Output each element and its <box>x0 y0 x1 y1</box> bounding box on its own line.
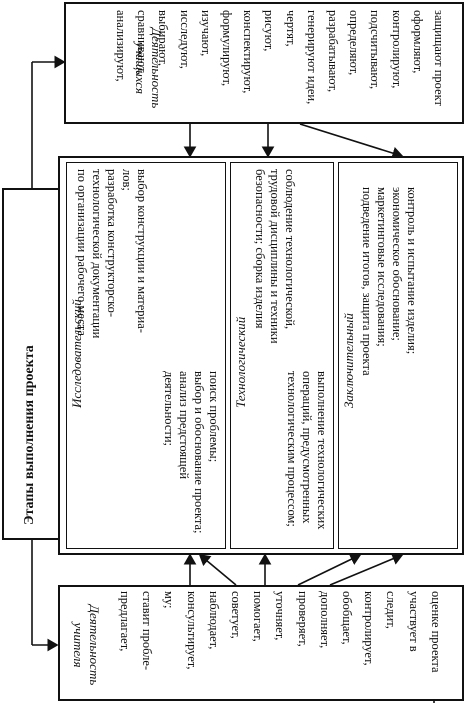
text-line: разработка конструкторско- <box>105 169 119 317</box>
list-item: дополняет, <box>317 591 332 649</box>
arrow-teacher-final <box>297 553 362 586</box>
text-line: соблюдение технологической, <box>283 169 297 330</box>
list-item: контролируют, <box>389 10 404 89</box>
diagram-title: Этапы выполнения проекта <box>22 345 37 525</box>
students-items: анализируют, сравнивают, выбирают, исследую… <box>66 4 466 126</box>
arrow-teacher-research-2 <box>198 553 237 586</box>
text-line: по организации рабочего места <box>75 169 89 336</box>
list-item: выбирают, <box>156 10 171 66</box>
list-item: наблюдает, <box>206 591 221 650</box>
list-item: определяют, <box>347 10 362 76</box>
list-item: формулируют, <box>220 10 234 87</box>
list-item: оценке проекта <box>428 591 443 673</box>
list-item: предлагает, <box>118 591 132 652</box>
stage-technological: Технологический выполнение технологическ… <box>230 162 334 549</box>
list-item: генерируют идеи, <box>304 10 319 105</box>
technological-header: Технологический <box>233 316 248 408</box>
teacher-box: Деятельность учителя предлагает,ставит п… <box>58 585 464 701</box>
list-item: советует, <box>229 591 243 639</box>
list-item: защищают проект <box>432 10 446 106</box>
list-item: помогает, <box>251 591 266 642</box>
text-line: лов; <box>120 169 134 191</box>
text-line: технологическим процессом; <box>285 371 299 527</box>
list-item: конспектируют, <box>241 10 256 94</box>
research-col2: выбор конструкции и материа-лов;разработ… <box>74 169 149 338</box>
text-line: операций, предусмотренных <box>300 371 314 524</box>
text-line: поиск проблемы; <box>207 371 221 463</box>
list-item: ставит пробле- <box>140 591 155 671</box>
text-line: подведение итогов, защита проекта <box>360 187 374 376</box>
list-item: му; <box>162 591 177 609</box>
list-item: консультирует, <box>184 591 199 670</box>
list-item: проверяет, <box>295 591 310 647</box>
text-line: выбор и обоснование проекта; <box>192 371 206 534</box>
list-item: участвует в <box>406 591 421 652</box>
list-item: анализируют, <box>114 10 128 82</box>
stages-box: Исследовательский поиск проблемы;выбор и… <box>58 156 464 555</box>
stage-research: Исследовательский поиск проблемы;выбор и… <box>66 162 226 549</box>
final-col1: контроль и испытание изделия;экономическ… <box>359 187 419 376</box>
list-item: изучают, <box>198 10 213 57</box>
list-item: разрабатывают, <box>326 10 340 93</box>
text-line: технологической документации <box>90 169 104 339</box>
list-item: подсчитывают, <box>368 10 383 90</box>
list-item: уточняет, <box>273 591 288 641</box>
list-item: контролирует, <box>362 591 377 666</box>
text-line: деятельности; <box>162 371 176 447</box>
final-header: Заключительный <box>341 313 356 408</box>
text-line: экономическое обоснование; <box>390 187 404 341</box>
research-col1: поиск проблемы;выбор и обоснование проек… <box>161 371 221 534</box>
students-box: Деятельность учащихся анализируют,сравни… <box>64 2 464 124</box>
text-line: выбор конструкции и материа- <box>135 169 149 333</box>
list-item: обобщает, <box>340 591 354 645</box>
list-item: рисуют, <box>262 10 277 52</box>
text-line: маркетинговые исследования; <box>375 187 389 347</box>
teacher-items: предлагает, ставит пробле-му; консультируе… <box>60 587 466 703</box>
text-line: безопасности; сборка изделия <box>253 169 267 329</box>
arrow-students-final <box>299 123 404 160</box>
list-item: чертят, <box>283 10 298 47</box>
text-line: выполнение технологических <box>315 371 329 530</box>
text-line: трудовой дисциплины и техники <box>268 169 282 344</box>
arrow-teacher-final-2 <box>329 552 404 586</box>
technological-col2: соблюдение технологической,трудовой дисц… <box>252 169 297 344</box>
stage-final: Заключительный контроль и испытание изде… <box>338 162 458 549</box>
list-item: сравнивают, <box>135 10 150 75</box>
title-box: Этапы выполнения проекта <box>2 188 62 540</box>
text-line: анализ предстоящей <box>177 371 191 480</box>
list-item: следит, <box>384 591 399 629</box>
list-item: оформляют, <box>410 10 425 74</box>
list-item: исследуют, <box>177 10 192 69</box>
text-line: контроль и испытание изделия; <box>405 187 419 355</box>
